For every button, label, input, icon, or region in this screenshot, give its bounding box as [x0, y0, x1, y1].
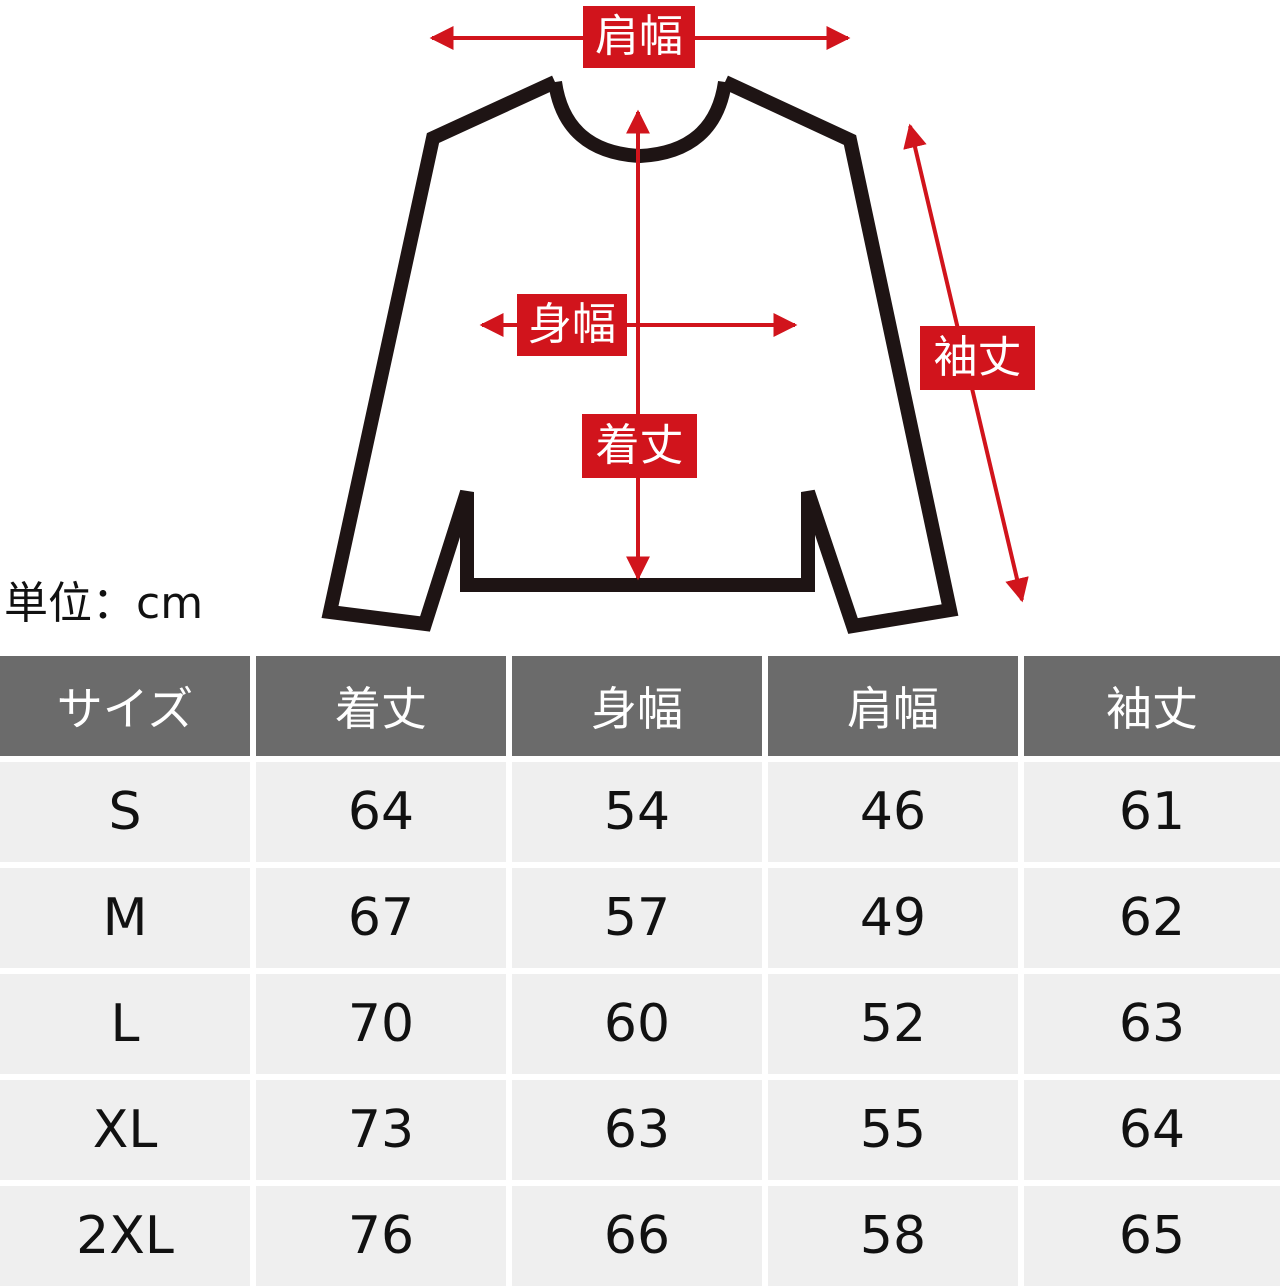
table-row: 2XL 76 66 58 65	[0, 1180, 1280, 1286]
cell-length: 70	[256, 968, 512, 1074]
cell-size: 2XL	[0, 1180, 256, 1286]
cell-shoulder: 55	[768, 1074, 1024, 1180]
shoulder-width-tag: 肩幅	[583, 6, 695, 68]
size-table: サイズ 着丈 身幅 肩幅 袖丈 S 64 54 46 61 M 67 57 49…	[0, 656, 1280, 1286]
cell-body-width: 60	[512, 968, 768, 1074]
header-shoulder: 肩幅	[768, 656, 1024, 756]
long-sleeve-shirt-illustration	[321, 26, 1029, 634]
cell-length: 67	[256, 862, 512, 968]
table-row: XL 73 63 55 64	[0, 1074, 1280, 1180]
cell-body-width: 63	[512, 1074, 768, 1180]
cell-size: XL	[0, 1074, 256, 1180]
cell-sleeve: 61	[1024, 756, 1280, 862]
sleeve-length-tag: 袖丈	[920, 326, 1035, 390]
cell-sleeve: 62	[1024, 862, 1280, 968]
table-header-row: サイズ 着丈 身幅 肩幅 袖丈	[0, 656, 1280, 756]
cell-length: 64	[256, 756, 512, 862]
cell-shoulder: 49	[768, 862, 1024, 968]
cell-length: 76	[256, 1180, 512, 1286]
cell-size: S	[0, 756, 256, 862]
header-body-width: 身幅	[512, 656, 768, 756]
cell-size: L	[0, 968, 256, 1074]
cell-body-width: 57	[512, 862, 768, 968]
table-row: M 67 57 49 62	[0, 862, 1280, 968]
cell-shoulder: 52	[768, 968, 1024, 1074]
cell-shoulder: 58	[768, 1180, 1024, 1286]
cell-shoulder: 46	[768, 756, 1024, 862]
body-width-tag: 身幅	[517, 294, 627, 356]
table-row: L 70 60 52 63	[0, 968, 1280, 1074]
cell-body-width: 66	[512, 1180, 768, 1286]
cell-sleeve: 64	[1024, 1074, 1280, 1180]
cell-size: M	[0, 862, 256, 968]
header-size: サイズ	[0, 656, 256, 756]
garment-diagram: 肩幅 身幅 着丈 袖丈	[321, 6, 1035, 634]
header-length: 着丈	[256, 656, 512, 756]
cell-sleeve: 63	[1024, 968, 1280, 1074]
header-sleeve: 袖丈	[1024, 656, 1280, 756]
cell-body-width: 54	[512, 756, 768, 862]
cell-sleeve: 65	[1024, 1180, 1280, 1286]
table-row: S 64 54 46 61	[0, 756, 1280, 862]
unit-label: 単位：cm	[4, 578, 204, 629]
body-length-tag: 着丈	[582, 414, 697, 478]
cell-length: 73	[256, 1074, 512, 1180]
